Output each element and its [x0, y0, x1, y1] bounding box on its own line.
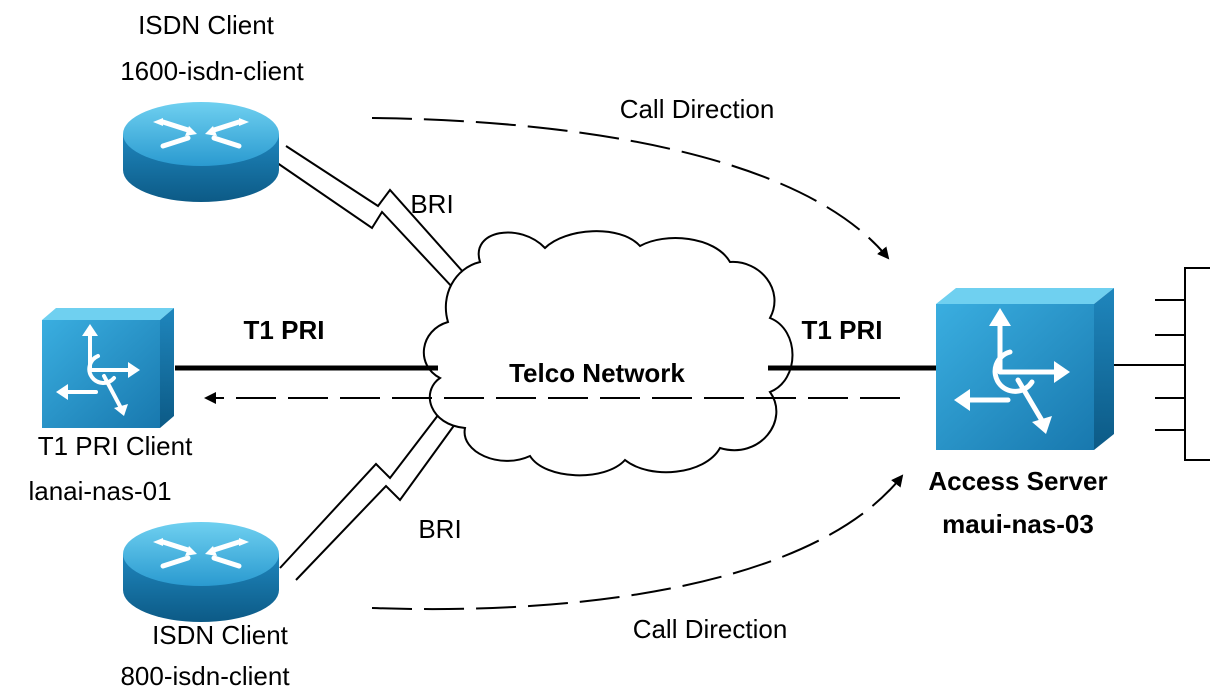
bri-link-bottom	[279, 409, 459, 581]
bri-bottom-label: BRI	[418, 514, 461, 544]
access-server-title: Access Server	[928, 466, 1107, 496]
router-icon	[123, 522, 279, 622]
cloud-icon	[422, 230, 794, 477]
isdn-client-bottom-hostname: 800-isdn-client	[120, 661, 290, 691]
bri-link-top	[269, 145, 473, 305]
t1-pri-client-hostname: lanai-nas-01	[28, 476, 171, 506]
call-direction-bottom-label: Call Direction	[633, 614, 788, 644]
isdn-client-bottom-title: ISDN Client	[152, 620, 289, 650]
t1-right-label: T1 PRI	[802, 315, 883, 345]
t1-pri-client-title: T1 PRI Client	[38, 431, 193, 461]
access-server-hostname: maui-nas-03	[942, 509, 1094, 539]
bri-top-label: BRI	[410, 189, 453, 219]
call-direction-arrow-top	[371, 117, 890, 260]
isdn-client-top-hostname: 1600-isdn-client	[120, 56, 304, 86]
call-direction-arrow-bottom	[371, 474, 904, 611]
access-server-icon	[42, 308, 174, 428]
call-direction-top-label: Call Direction	[620, 94, 775, 124]
access-server-icon	[936, 288, 1114, 450]
isdn-client-top-title: ISDN Client	[138, 10, 275, 40]
router-icon	[123, 102, 279, 202]
lan-segment	[1110, 267, 1210, 461]
cloud-label: Telco Network	[509, 358, 685, 388]
t1-left-label: T1 PRI	[244, 315, 325, 345]
